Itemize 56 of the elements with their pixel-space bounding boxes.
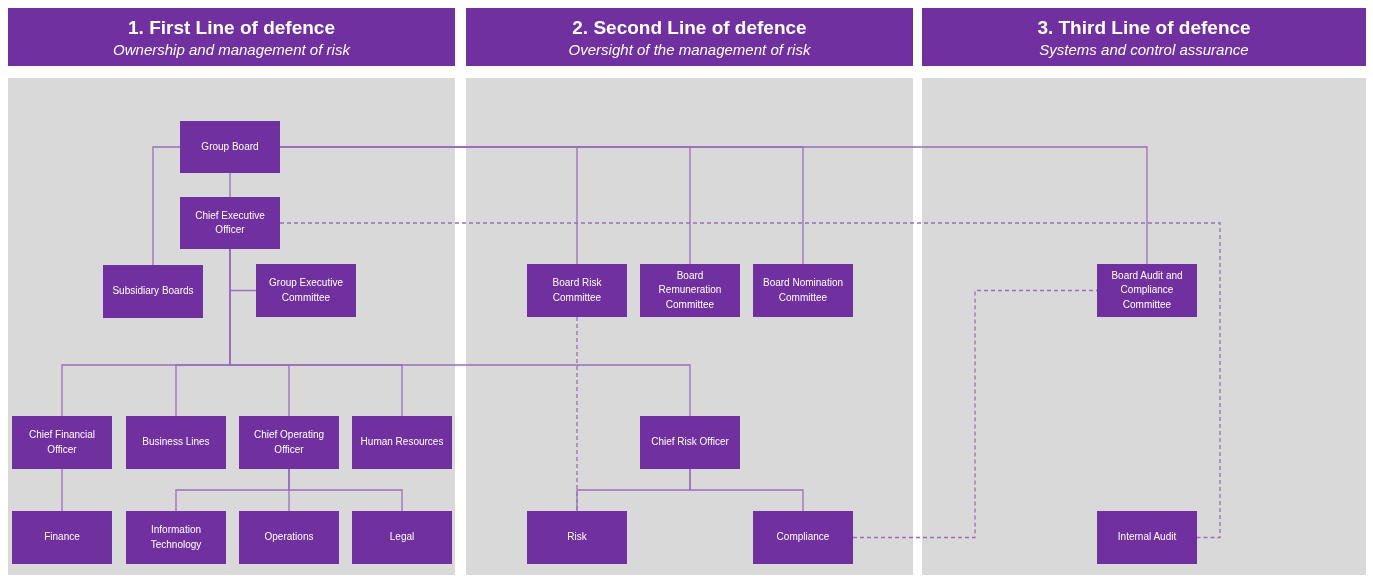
box-label: Chief Operating Officer	[252, 428, 325, 457]
box-label: Group Executive Committee	[268, 276, 344, 305]
box-label: Board Remuneration Committee	[657, 268, 723, 312]
org-box	[1097, 264, 1197, 317]
org-box	[239, 416, 339, 469]
column-header	[466, 8, 913, 66]
box-label: Subsidiary Boards	[112, 284, 194, 299]
org-box	[12, 511, 112, 564]
box-label: Chief Executive Officer	[194, 208, 266, 237]
org-box	[640, 264, 740, 317]
org-box	[180, 121, 280, 173]
header-subtitle: Oversight of the management of risk	[568, 40, 811, 58]
header-title: 2. Second Line of defence	[572, 16, 807, 39]
column-header	[8, 8, 455, 66]
dashed-connector	[576, 316, 578, 512]
org-box	[180, 197, 280, 249]
org-box	[126, 416, 226, 469]
org-box	[256, 264, 356, 317]
org-box	[640, 416, 740, 469]
org-box	[1097, 511, 1197, 564]
org-box	[527, 511, 627, 564]
box-label: Internal Audit	[1117, 530, 1177, 545]
org-box	[103, 265, 203, 318]
org-box	[12, 416, 112, 469]
org-box	[352, 511, 452, 564]
org-box	[239, 511, 339, 564]
header-title: 1. First Line of defence	[128, 16, 335, 39]
header-subtitle: Systems and control assurance	[1039, 40, 1249, 58]
org-box	[352, 416, 452, 469]
connector-line	[288, 468, 403, 512]
org-box	[753, 264, 853, 317]
connector-line	[152, 146, 181, 266]
column-header	[922, 8, 1366, 66]
header-title: 3. Third Line of defence	[1037, 16, 1251, 39]
org-box	[126, 511, 226, 564]
box-label: Finance	[44, 530, 80, 545]
box-label: Information Technology	[149, 523, 203, 552]
box-label: Group Board	[201, 139, 259, 154]
box-label: Business Lines	[142, 435, 210, 450]
connector-line	[689, 468, 804, 512]
dashed-connector	[279, 222, 1221, 539]
box-label: Legal	[389, 530, 415, 545]
connector-line	[229, 172, 231, 198]
box-label: Human Resources	[360, 435, 444, 450]
org-box	[753, 511, 853, 564]
box-label: Operations	[264, 530, 314, 545]
connector-line	[61, 468, 63, 512]
box-label: Board Nomination Committee	[761, 276, 844, 305]
box-label: Compliance	[776, 530, 830, 545]
box-label: Board Risk Committee	[551, 276, 603, 305]
header-subtitle: Ownership and management of risk	[113, 40, 350, 58]
box-label: Chief Financial Officer	[27, 428, 97, 457]
org-box	[527, 264, 627, 317]
box-label: Chief Risk Officer	[651, 435, 729, 450]
box-label: Risk	[567, 530, 587, 545]
box-label: Board Audit and Compliance Committee	[1110, 268, 1184, 312]
